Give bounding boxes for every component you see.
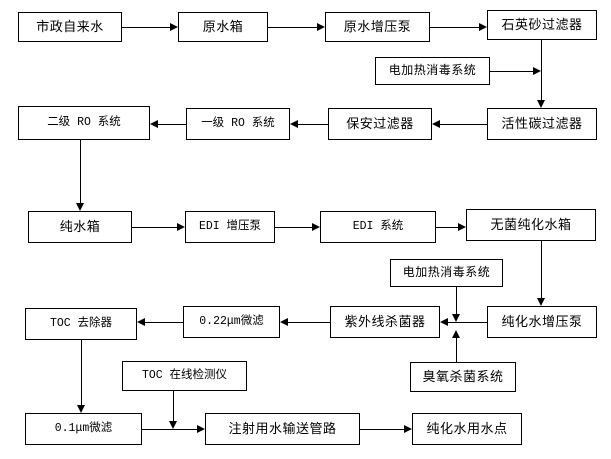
node-security-filter[interactable]: 保安过滤器 bbox=[328, 108, 432, 140]
edge-n19-junction-vertical bbox=[456, 338, 457, 362]
node-label: 电加热消毒系统 bbox=[402, 265, 491, 280]
node-label: TOC 去除器 bbox=[49, 316, 113, 330]
edge-n10-n11 bbox=[132, 227, 177, 228]
node-label: 活性碳过滤器 bbox=[501, 115, 583, 131]
edge-n18-n21-vertical bbox=[81, 340, 82, 405]
node-purified-water-use-point[interactable]: 纯化水用水点 bbox=[412, 413, 522, 445]
node-label: 臭氧杀菌系统 bbox=[422, 368, 504, 384]
node-label: 保安过滤器 bbox=[346, 115, 414, 131]
node-label: 紫外线杀菌器 bbox=[344, 313, 426, 329]
node-purified-water-booster-pump[interactable]: 纯化水增压泵 bbox=[487, 306, 597, 338]
node-label: 石英砂过滤器 bbox=[501, 16, 583, 32]
edge-n07-n08 bbox=[298, 124, 328, 125]
edge-n06-n07 bbox=[440, 124, 487, 125]
node-label: TOC 在线检测仪 bbox=[141, 368, 228, 382]
arrowhead-n02-n03 bbox=[317, 23, 325, 31]
node-label: 无菌纯化水箱 bbox=[490, 216, 572, 232]
node-toc-online-detector[interactable]: TOC 在线检测仪 bbox=[122, 361, 247, 391]
arrowhead-n18-n21 bbox=[77, 405, 85, 413]
node-activated-carbon-filter[interactable]: 活性碳过滤器 bbox=[487, 108, 597, 140]
arrowhead-n03-n04 bbox=[479, 23, 487, 31]
node-label: 市政自来水 bbox=[36, 18, 104, 34]
arrowhead-n01-n02 bbox=[170, 23, 178, 31]
arrowhead-n16-n17 bbox=[280, 318, 288, 326]
node-municipal-tap-water[interactable]: 市政自来水 bbox=[18, 12, 122, 42]
arrowhead-n11-n12 bbox=[312, 223, 320, 231]
arrowhead-n05-trunk bbox=[533, 67, 541, 75]
node-pure-water-tank[interactable]: 纯水箱 bbox=[28, 211, 132, 243]
node-label: 0.22μm微滤 bbox=[199, 314, 264, 328]
arrowhead-n19-junction bbox=[452, 330, 460, 338]
edge-n21-n22 bbox=[142, 429, 197, 430]
arrowhead-n15-n16 bbox=[440, 318, 448, 326]
node-label: 原水增压泵 bbox=[343, 18, 412, 34]
edge-n01-n02 bbox=[122, 27, 170, 28]
edge-n03-n04 bbox=[430, 27, 479, 28]
node-label: 一级 RO 系统 bbox=[201, 116, 275, 130]
arrowhead-n09-n10 bbox=[76, 203, 84, 211]
node-toc-remover[interactable]: TOC 去除器 bbox=[25, 308, 137, 340]
edge-n12-n13 bbox=[436, 227, 458, 228]
node-edi-system[interactable]: EDI 系统 bbox=[320, 211, 436, 243]
node-ozone-sterilization-system[interactable]: 臭氧杀菌系统 bbox=[410, 362, 516, 392]
node-microfilter-01um[interactable]: 0.1μm微滤 bbox=[25, 413, 142, 445]
node-label: 纯化水增压泵 bbox=[501, 313, 583, 329]
arrowhead-n13-n15 bbox=[537, 298, 545, 306]
edge-n22-n23 bbox=[360, 429, 404, 430]
edge-n04-n06-vertical bbox=[541, 40, 542, 100]
node-label: 纯水箱 bbox=[59, 218, 101, 234]
node-ro-stage-1[interactable]: 一级 RO 系统 bbox=[186, 108, 290, 140]
node-label: 纯化水用水点 bbox=[426, 420, 508, 436]
edge-n13-n15-vertical bbox=[541, 241, 542, 298]
edge-n09-n10-vertical bbox=[80, 140, 81, 203]
node-label: 注射用水输送管路 bbox=[228, 420, 337, 436]
arrowhead-n06-n07 bbox=[432, 120, 440, 128]
node-label: 原水箱 bbox=[202, 18, 244, 34]
node-label: EDI 系统 bbox=[352, 219, 404, 233]
node-label: 电加热消毒系统 bbox=[388, 63, 477, 78]
node-wfi-distribution-loop[interactable]: 注射用水输送管路 bbox=[205, 413, 360, 445]
arrowhead-n07-n08 bbox=[290, 120, 298, 128]
node-quartz-sand-filter[interactable]: 石英砂过滤器 bbox=[487, 10, 597, 40]
node-uv-sterilizer[interactable]: 紫外线杀菌器 bbox=[330, 306, 440, 338]
edge-n11-n12 bbox=[275, 227, 312, 228]
node-edi-booster-pump[interactable]: EDI 增压泵 bbox=[185, 211, 275, 243]
node-electric-heating-disinfection-upper[interactable]: 电加热消毒系统 bbox=[375, 57, 490, 85]
node-label: EDI 增压泵 bbox=[198, 219, 262, 233]
edge-n02-n03 bbox=[268, 27, 317, 28]
node-electric-heating-disinfection-lower[interactable]: 电加热消毒系统 bbox=[390, 259, 503, 287]
node-raw-water-tank[interactable]: 原水箱 bbox=[178, 12, 268, 42]
node-sterile-purified-water-tank[interactable]: 无菌纯化水箱 bbox=[466, 209, 596, 241]
node-raw-water-booster-pump[interactable]: 原水增压泵 bbox=[325, 12, 430, 42]
arrowhead-n20-junction bbox=[169, 421, 177, 429]
node-ro-stage-2[interactable]: 二级 RO 系统 bbox=[18, 106, 150, 140]
edge-n15-n16 bbox=[448, 322, 487, 323]
arrowhead-n21-n22 bbox=[197, 425, 205, 433]
edge-n08-n09 bbox=[158, 124, 186, 125]
arrowhead-n04-n06 bbox=[537, 100, 545, 108]
edge-n05-trunk bbox=[490, 71, 533, 72]
arrowhead-n22-n23 bbox=[404, 425, 412, 433]
node-label: 0.1μm微滤 bbox=[54, 421, 113, 435]
arrowhead-n17-n18 bbox=[137, 318, 145, 326]
edge-n16-n17 bbox=[288, 322, 330, 323]
arrowhead-n10-n11 bbox=[177, 223, 185, 231]
node-label: 二级 RO 系统 bbox=[47, 115, 121, 129]
edge-n17-n18 bbox=[145, 322, 183, 323]
arrowhead-n12-n13 bbox=[458, 223, 466, 231]
node-microfilter-022um[interactable]: 0.22μm微滤 bbox=[183, 306, 280, 338]
edge-n20-junction-vertical bbox=[173, 391, 174, 421]
arrowhead-n14-junction bbox=[452, 314, 460, 322]
edge-n14-junction-vertical bbox=[456, 287, 457, 314]
arrowhead-n08-n09 bbox=[150, 120, 158, 128]
